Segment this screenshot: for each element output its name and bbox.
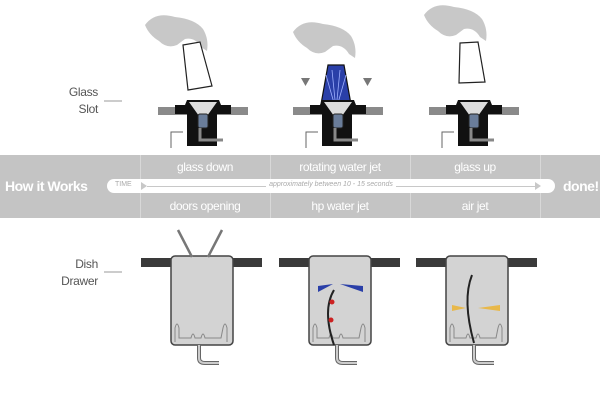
timeline-label: TIME [115,181,132,188]
dish-step-1: doors opening [169,199,241,213]
dish-step-3: air jet [461,199,489,213]
glass-slot-step-2 [291,22,385,150]
done-label: done! [563,178,599,194]
dish-drawer-step-2 [277,254,402,365]
glass-slot-label: Glass Slot [50,84,98,118]
label-line: Slot [78,102,99,116]
glass-step-1: glass down [176,160,234,174]
timeline: approximately between 10 - 15 seconds TI… [107,179,555,193]
how-it-works-band: How it Works glass down rotating water j… [0,155,600,218]
glass-slot-step-3 [424,5,521,150]
arrow-start-icon [141,182,147,190]
arrow-end-icon [535,182,541,190]
label-line: Drawer [61,274,98,288]
down-arrow-icon [301,78,310,86]
glass-step-2: rotating water jet [299,160,381,174]
label-line: Glass [68,85,98,99]
band-title: How it Works [5,178,88,194]
label-line: Dish [75,257,98,271]
dish-step-2: hp water jet [311,199,369,213]
down-arrow-icon [363,78,372,86]
dish-drawer-step-3 [414,254,539,365]
dish-drawer-step-1 [139,229,264,365]
glass-step-3: glass up [454,160,496,174]
glass-slot-step-1 [145,15,250,150]
timeline-note-wrap: approximately between 10 - 15 seconds [107,181,555,188]
dish-drawer-label: Dish Drawer [50,256,98,290]
timeline-note: approximately between 10 - 15 seconds [266,181,396,188]
